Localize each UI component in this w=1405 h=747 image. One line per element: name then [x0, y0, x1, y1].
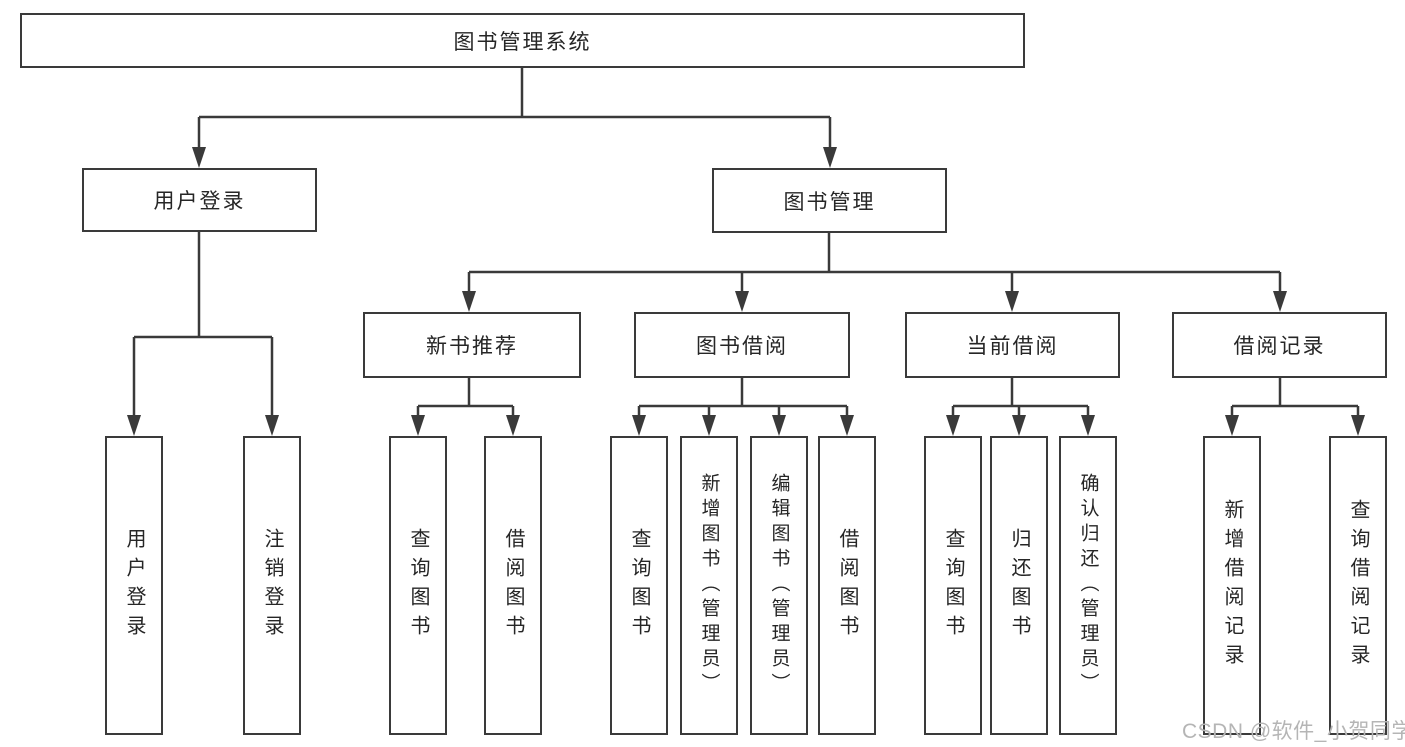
- leaf-query-books-current: 查询图书: [924, 436, 982, 735]
- node-label: 查询图书: [628, 527, 650, 644]
- node-label: 图书管理系统: [453, 30, 592, 54]
- node-label: 归还图书: [1008, 527, 1030, 644]
- node-label: 查询借阅记录: [1347, 498, 1369, 673]
- arrowheads: [127, 147, 1365, 436]
- node-label: 借阅记录: [1233, 335, 1326, 358]
- node-borrow-records: 借阅记录: [1172, 312, 1387, 378]
- leaf-logout: 注销登录: [243, 436, 301, 735]
- leaf-borrow-books: 借阅图书: [818, 436, 876, 735]
- leaf-query-books-recommend: 查询图书: [389, 436, 447, 735]
- node-label: 图书管理: [783, 190, 876, 214]
- leaf-query-borrow-record: 查询借阅记录: [1329, 436, 1387, 735]
- leaf-query-books-borrow: 查询图书: [610, 436, 668, 735]
- leaf-add-borrow-record: 新增借阅记录: [1203, 436, 1261, 735]
- csdn-watermark: CSDN @软件_小贺同学: [1182, 720, 1405, 743]
- node-label: 用户登录: [123, 527, 145, 644]
- node-label: 新书推荐: [426, 335, 518, 358]
- node-label: 确认归还（管理员）: [1077, 473, 1099, 698]
- node-label: 借阅图书: [502, 527, 524, 644]
- node-current-borrow: 当前借阅: [905, 312, 1120, 378]
- leaf-return-books: 归还图书: [990, 436, 1048, 735]
- leaf-confirm-return-admin: 确认归还（管理员）: [1059, 436, 1117, 735]
- leaf-add-books-admin: 新增图书（管理员）: [680, 436, 738, 735]
- node-book-borrow: 图书借阅: [634, 312, 850, 378]
- node-root-system: 图书管理系统: [20, 13, 1025, 68]
- leaf-edit-books-admin: 编辑图书（管理员）: [750, 436, 808, 735]
- node-label: 新增图书（管理员）: [698, 473, 720, 698]
- node-label: 用户登录: [153, 190, 246, 213]
- node-new-book-recommend: 新书推荐: [363, 312, 581, 378]
- node-book-management: 图书管理: [712, 168, 947, 233]
- leaf-user-login: 用户登录: [105, 436, 163, 735]
- node-user-login: 用户登录: [82, 168, 317, 232]
- node-label: 新增借阅记录: [1221, 498, 1243, 673]
- node-label: 查询图书: [407, 527, 429, 644]
- node-label: 注销登录: [261, 527, 283, 644]
- node-label: 查询图书: [942, 527, 964, 644]
- node-label: 图书借阅: [696, 335, 788, 358]
- leaf-borrow-books-recommend: 借阅图书: [484, 436, 542, 735]
- node-label: 借阅图书: [836, 527, 858, 644]
- node-label: 编辑图书（管理员）: [768, 473, 790, 698]
- node-label: 当前借阅: [966, 335, 1059, 358]
